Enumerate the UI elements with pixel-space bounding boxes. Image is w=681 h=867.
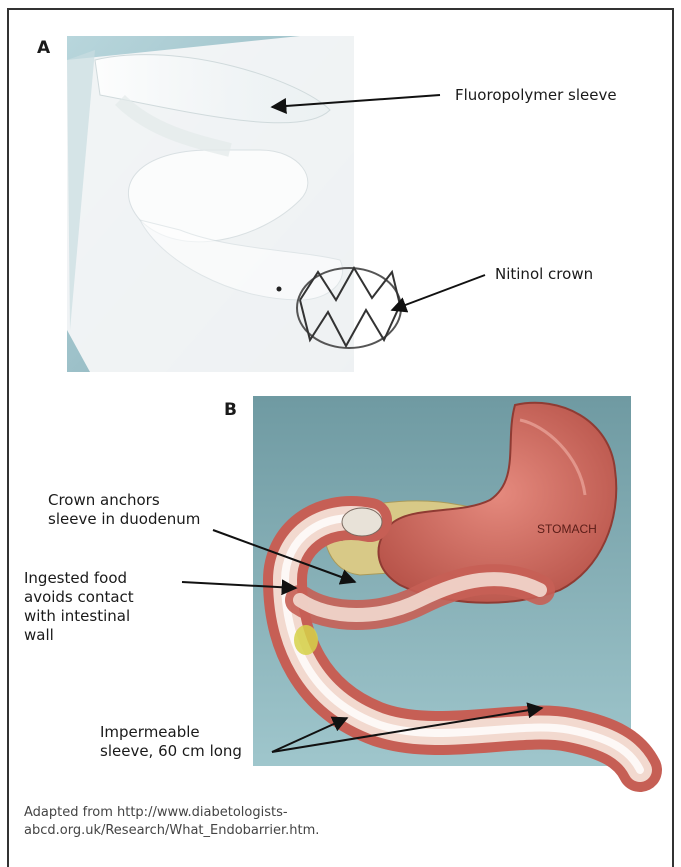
label-impermeable-sleeve: Impermeable sleeve, 60 cm long bbox=[100, 723, 242, 761]
figure-caption: Adapted from http://www.diabetologists- … bbox=[24, 804, 444, 840]
arrow-crown bbox=[392, 275, 485, 310]
caption-line2: abcd.org.uk/Research/What_Endobarrier.ht… bbox=[24, 822, 444, 840]
label-food-line4: wall bbox=[24, 626, 134, 645]
panel-b-illustration bbox=[253, 396, 640, 770]
label-crown-anchors-line1: Crown anchors bbox=[48, 491, 200, 510]
label-ingested-food: Ingested food avoids contact with intest… bbox=[24, 569, 134, 645]
label-food-line1: Ingested food bbox=[24, 569, 134, 588]
label-nitinol-crown: Nitinol crown bbox=[495, 265, 593, 284]
label-impermeable-line2: sleeve, 60 cm long bbox=[100, 742, 242, 761]
label-crown-anchors-line2: sleeve in duodenum bbox=[48, 510, 200, 529]
label-impermeable-line1: Impermeable bbox=[100, 723, 242, 742]
panel-a-photo bbox=[67, 36, 401, 372]
label-fluoropolymer-sleeve: Fluoropolymer sleeve bbox=[455, 86, 617, 105]
label-crown-anchors: Crown anchors sleeve in duodenum bbox=[48, 491, 200, 529]
caption-line1: Adapted from http://www.diabetologists- bbox=[24, 804, 444, 822]
stomach-label: STOMACH bbox=[537, 522, 597, 536]
label-food-line2: avoids contact bbox=[24, 588, 134, 607]
label-food-line3: with intestinal bbox=[24, 607, 134, 626]
